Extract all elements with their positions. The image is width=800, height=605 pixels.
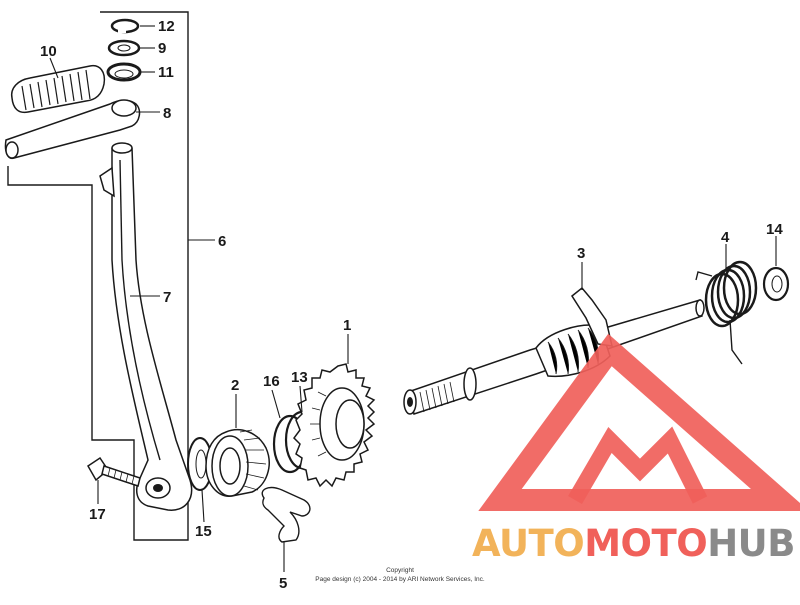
callout-5: 5 [279,575,287,592]
kick-starter-arm [99,142,193,511]
callout-1: 1 [343,317,351,334]
spring-seat-washer [762,266,790,302]
callout-9: 9 [158,40,166,57]
ratchet-spring-clip [261,486,311,543]
callout-7: 7 [163,289,171,306]
kick-pedal-rubber [10,64,106,114]
pinch-bolt [87,456,141,487]
callout-15: 15 [195,523,212,540]
logo-text-hub: HUB [707,522,795,565]
kick-starter-idle-gear [293,363,376,488]
callout-16: 16 [263,373,280,390]
callout-3: 3 [577,245,585,262]
spring-washer [106,62,142,82]
callout-14: 14 [766,221,783,238]
callout-17: 17 [89,506,106,523]
callout-6: 6 [218,233,226,250]
kick-pedal-arm [4,99,141,160]
logo-text-auto: AUTO [472,522,584,565]
svg-text:AUTOMOTOHUB: AUTOMOTOHUB [472,522,795,565]
callout-11: 11 [158,64,174,81]
callout-8: 8 [163,105,171,122]
copyright-title: Copyright [386,567,414,574]
callout-leader-lines [49,25,777,572]
callout-10: 10 [40,43,57,60]
circlip [110,18,140,34]
kick-starter-return-spring [695,260,758,365]
automotohub-logo: AUTOMOTOHUB [472,333,800,565]
callout-4: 4 [721,229,730,246]
washer [107,39,141,57]
kick-starter-ratchet [205,428,270,497]
callout-2: 2 [231,377,239,394]
assembly-bracket-outline [7,11,189,541]
copyright-notice: Page design (c) 2004 - 2014 by ARI Netwo… [315,576,485,583]
callout-labels: 12 9 11 10 8 6 7 2 16 13 1 3 4 14 15 17 … [40,18,783,592]
callout-12: 12 [158,18,175,35]
logo-text-moto: MOTO [584,522,707,565]
callout-13: 13 [291,369,308,386]
